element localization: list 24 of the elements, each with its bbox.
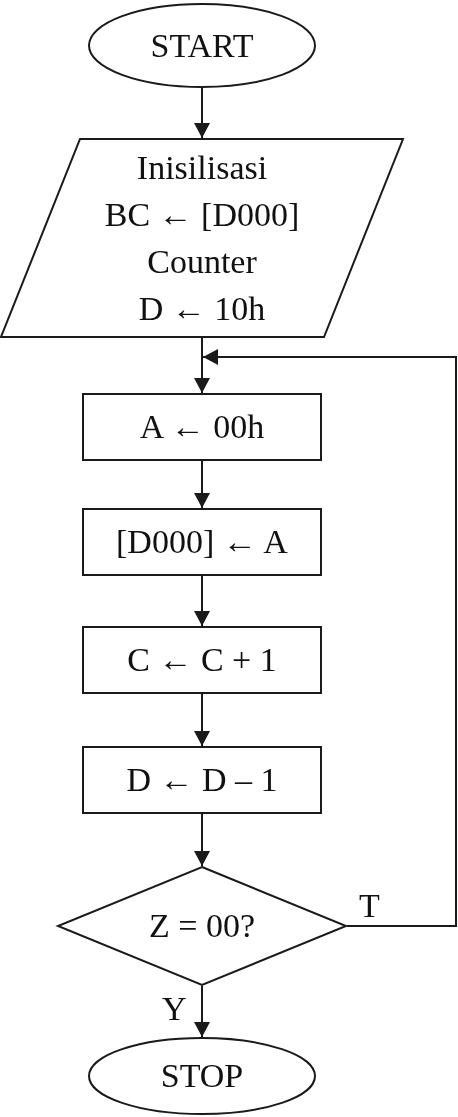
process-box — [82, 626, 322, 694]
arrow — [194, 87, 210, 139]
arrow — [194, 693, 210, 747]
input-text: Counter — [147, 242, 257, 282]
arrow — [194, 460, 210, 509]
loop-arrow — [202, 349, 457, 927]
decision-text: Z = 00? — [148, 906, 255, 946]
process-text: C ← C + 1 — [127, 640, 277, 680]
process-box — [82, 393, 322, 461]
connector-line — [201, 337, 203, 358]
process-text: [D000] ← A — [116, 522, 288, 562]
process-text: A ← 00h — [139, 407, 265, 447]
arrow — [194, 356, 210, 394]
process-box — [82, 508, 322, 576]
input-text: Inisilisasi — [136, 148, 268, 188]
process-box — [82, 746, 322, 814]
arrow — [194, 813, 210, 867]
arrow — [194, 575, 210, 627]
terminal-text: START — [150, 25, 254, 66]
terminal-text: STOP — [160, 1056, 244, 1096]
input-text: D ← 10h — [138, 289, 266, 329]
process-text: D ← D – 1 — [126, 760, 278, 800]
input-text: BC ← [D000] — [104, 195, 300, 235]
arrow — [194, 985, 210, 1038]
